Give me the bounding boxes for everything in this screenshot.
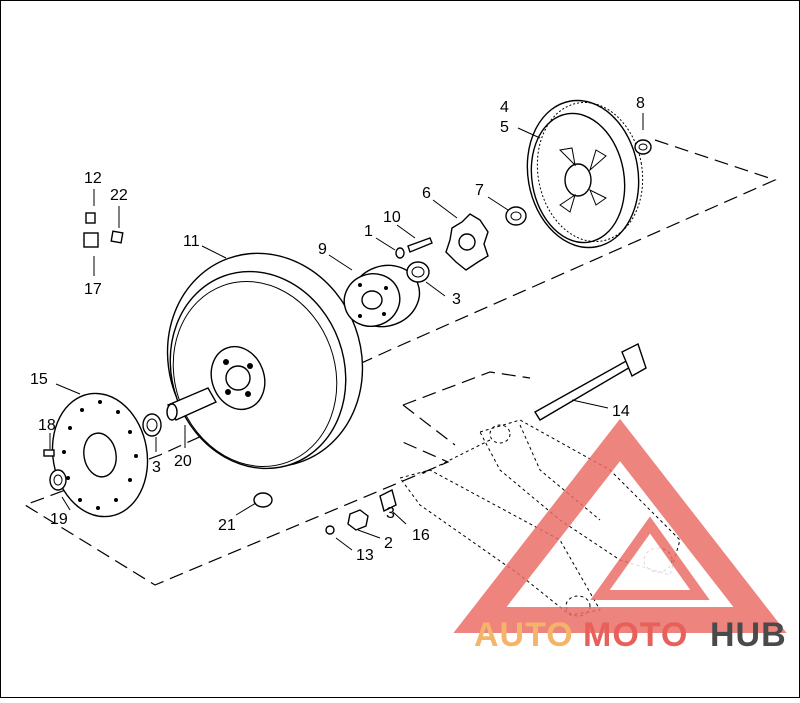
wheel-rim [166,252,364,470]
callout-19: 19 [50,511,68,528]
leader-lines [49,113,644,551]
callout-labels: 4 5 8 6 7 10 1 9 3 11 12 22 17 15 18 19 … [30,95,645,564]
bearing-middle [406,261,430,283]
callout-22: 22 [110,187,128,204]
callout-3-middle: 3 [452,291,461,308]
watermark-logo [453,418,787,633]
brake-rotor [51,392,149,518]
callout-16: 16 [412,527,430,544]
callout-21: 21 [218,517,236,534]
callout-8: 8 [636,95,645,112]
callout-20: 20 [174,453,192,470]
axle-cap [379,488,397,513]
callout-11: 11 [183,233,200,250]
callout-13: 13 [356,547,374,564]
callout-4: 4 [500,99,509,116]
watermark-auto: AUTO [474,616,574,654]
pulley-spacer [634,139,652,155]
callout-18: 18 [38,417,56,434]
cush-drive-hub [343,264,421,328]
callout-17: 17 [84,281,102,298]
rotor-spacer [49,469,67,491]
axle-nut [347,509,369,531]
callout-5: 5 [500,119,509,136]
callout-12: 12 [84,170,102,187]
rear-axle [534,343,647,421]
callout-2: 2 [384,535,393,552]
sprocket-bearing [505,206,527,226]
valve-stem-parts [83,212,124,248]
callout-15: 15 [30,371,48,388]
bearing-left [142,413,162,437]
rotor-bolt [43,449,55,457]
callout-3-left: 3 [152,459,161,476]
watermark-hub: HUB [710,616,787,654]
callout-9: 9 [318,241,327,258]
callout-1: 1 [364,223,373,240]
callout-3-right: 3 [386,505,395,522]
hub-bolt [395,237,433,259]
rubber-damper [445,213,489,271]
callout-6: 6 [422,185,431,202]
drive-pulley [526,99,644,249]
retaining-clip [253,492,273,508]
callout-14: 14 [612,403,630,420]
watermark-text: AUTO MOTO HUB [474,616,787,654]
callout-7: 7 [475,182,484,199]
axle-spacer [166,387,217,421]
cotter-pin [325,525,335,535]
callout-10: 10 [383,209,401,226]
watermark-moto: MOTO [583,616,688,654]
